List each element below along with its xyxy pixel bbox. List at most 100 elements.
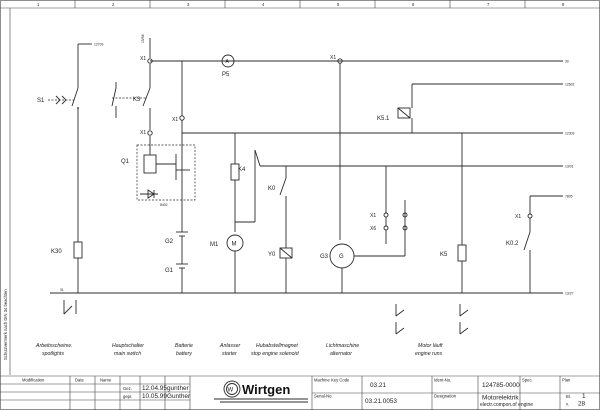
column-label-8: 8 (562, 2, 565, 7)
title-header-spec: Spec. (522, 378, 533, 383)
component-label-k3: K3 (133, 97, 141, 103)
component-label-m1: M1 (210, 242, 219, 248)
terminal-label-x1-a: X1 (140, 56, 146, 62)
title-header-ident: Ident-No. (434, 378, 451, 383)
starter-motor-symbol: M (232, 242, 237, 248)
wire-label-15-54: 15/54 (141, 34, 145, 43)
bus-lines (50, 43, 563, 294)
wire-label-12602: 12602 (565, 83, 575, 87)
title-row1-label: Gez. (123, 386, 132, 391)
column-label-3: 3 (187, 2, 190, 7)
function-label-main-switch-en: main switch (114, 351, 141, 357)
relay-coil-k30 (73, 241, 83, 259)
function-label-alternator-en: alternator (330, 351, 352, 357)
component-label-p5: P5 (222, 72, 230, 78)
function-label-spotlights-en: spotlights (42, 351, 64, 357)
function-label-alternator-de: Lichtmaschine (326, 343, 359, 349)
column-label-7: 7 (487, 2, 490, 7)
title-header-modification: Modification (22, 378, 45, 383)
wirtgen-logo-mark: W (228, 388, 234, 394)
title-sheet-prefix-v: v. (566, 402, 569, 407)
ammeter-p5 (221, 54, 235, 68)
component-label-g2: G2 (165, 239, 174, 245)
terminal-label-x1-d: X1 (330, 55, 336, 61)
title-row1-name: gunther (167, 385, 190, 392)
function-label-engine-runs-en: engine runs (415, 351, 443, 357)
wire-label-7805: 7805 (565, 195, 573, 199)
title-designation-en: electr.compon.of engine (480, 402, 533, 408)
function-label-main-switch-de: Hauptschalter (112, 343, 144, 349)
column-label-5: 5 (337, 2, 340, 7)
title-sheet-prefix-bl: Bl. (566, 394, 571, 399)
wire-label-30: 30 (565, 60, 569, 64)
component-label-k4: K4 (238, 167, 246, 173)
column-label-2: 2 (112, 2, 115, 7)
column-label-6: 6 (412, 2, 415, 7)
function-label-battery-en: battery (176, 351, 192, 357)
title-ident-value: 124785-0000 (482, 382, 520, 389)
wire-label-13-27: 13/27 (565, 292, 574, 296)
wirtgen-logo: W Wirtgen (214, 380, 308, 403)
title-header-machine-key: Machine Key Code (314, 378, 350, 383)
alternator-symbol: G (339, 254, 344, 260)
component-label-y0: Y0 (268, 252, 276, 258)
column-label-1: 1 (37, 2, 40, 7)
battery-g2 (176, 231, 188, 237)
title-sheet-number: 1 (582, 393, 586, 400)
terminal-label-x1-e: X1 (370, 213, 376, 219)
switch-s1 (48, 44, 79, 293)
title-header-designation: Designation (434, 394, 457, 399)
terminal-label-x1-c: X1 (172, 117, 178, 123)
function-label-stop-solenoid-en: stop engine solenoid (251, 351, 300, 357)
wire-label-12703: 12703 (94, 43, 104, 47)
component-label-k30: K30 (51, 249, 62, 255)
title-designation-de: Motorelektrik (482, 395, 519, 402)
component-label-q1: Q1 (121, 159, 130, 165)
terminal-label-x1-b: X1 (140, 130, 146, 136)
component-label-g1: G1 (165, 268, 174, 274)
column-label-4: 4 (262, 2, 265, 7)
title-serial-value: 03.21.0053 (365, 398, 397, 405)
diode (140, 189, 158, 199)
wire-label-8402: 8402 (160, 203, 168, 207)
title-block-grid (0, 375, 600, 410)
battery-g1 (176, 263, 188, 269)
function-label-battery-de: Batterie (175, 343, 193, 349)
function-label-starter-de: Anlasser (219, 343, 240, 349)
wirtgen-logo-text: Wirtgen (242, 382, 290, 397)
component-label-s1: S1 (37, 98, 45, 104)
wire-label-13-01: 13/01 (565, 165, 574, 169)
ammeter-symbol: A (226, 59, 230, 65)
title-header-name: Name (100, 378, 112, 383)
relay-contact-k30 (63, 300, 77, 315)
relay-coil-k5-1 (397, 107, 411, 119)
wire-label-12303: 12303 (565, 132, 575, 136)
component-label-k0-2: K0.2 (506, 241, 519, 247)
engine-runs-contacts (395, 304, 469, 335)
component-label-k5: K5 (440, 252, 448, 258)
component-label-k5-1: K5.1 (377, 116, 390, 122)
title-header-plan: Plan (562, 378, 571, 383)
relay-coil-k5 (457, 244, 467, 262)
column-dividers (74, 0, 526, 8)
title-row2-label: gepr. (123, 394, 132, 399)
component-label-k0: K0 (268, 186, 276, 192)
title-row1-date: 12.04.95 (142, 385, 167, 392)
battery-relay-q1-coil (143, 154, 157, 174)
title-row2-date: 10.05.99 (142, 393, 167, 400)
component-label-g3: G3 (320, 254, 329, 260)
function-label-starter-en: starter (222, 351, 237, 357)
title-row2-name: Gunther (167, 393, 191, 400)
title-machine-key-value: 03.21 (370, 382, 386, 389)
title-sheet-total: 28 (578, 401, 586, 408)
function-label-stop-solenoid-de: Hubabstellmagnet (256, 343, 298, 349)
main-switch-k3 (111, 38, 151, 150)
terminal-label-x1-f: X1 (515, 214, 521, 220)
side-protection-note: Schutzvermerk nach DIN 34 beachten (3, 289, 8, 360)
title-header-serial: Serial-No. (314, 394, 333, 399)
title-header-date: Date (75, 378, 85, 383)
function-label-engine-runs-de: Motor läuft (418, 343, 443, 349)
battery-relay-q1-housing (136, 144, 196, 201)
